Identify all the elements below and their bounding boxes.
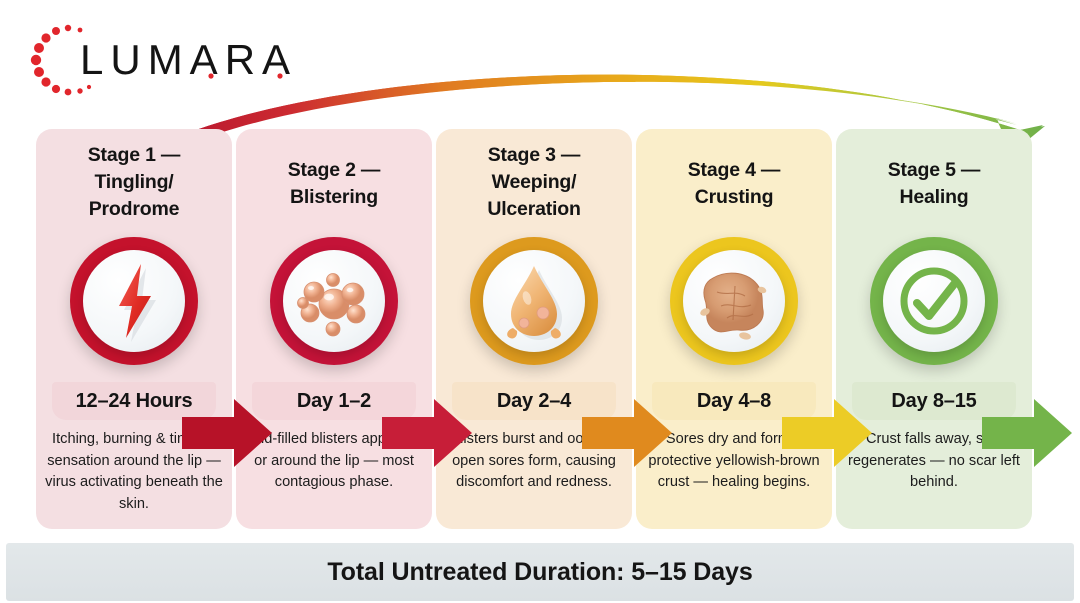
check-circle-icon bbox=[900, 267, 968, 335]
arrow-shape-4 bbox=[782, 399, 872, 467]
blister-cluster-icon bbox=[297, 273, 366, 337]
stage-card-2-icon bbox=[270, 237, 398, 365]
stage-card-2-title: Stage 2 —Blistering bbox=[287, 159, 381, 208]
arrow-shape-5 bbox=[982, 399, 1072, 467]
stage-card-1-icon bbox=[70, 237, 198, 365]
stage-arrow-1-to-2 bbox=[182, 399, 272, 467]
footer-banner: Total Untreated Duration: 5–15 Days bbox=[6, 543, 1074, 601]
stage-card-3-duration: Day 2–4 bbox=[452, 382, 616, 420]
stage-2-icon-face bbox=[283, 250, 385, 352]
arrow-shape-1 bbox=[182, 399, 272, 467]
stage-1-icon-face bbox=[83, 250, 185, 352]
stage-cards-row: Stage 1 —Tingling/Prodrome bbox=[0, 129, 1080, 529]
stage-card-4-description: Sores dry and form a protective yellowis… bbox=[648, 431, 820, 490]
stage-card-4-icon bbox=[670, 237, 798, 365]
stage-card-5-title: Stage 5 —Healing bbox=[887, 159, 981, 208]
arrow-shape-3 bbox=[582, 399, 672, 467]
brand-logo: LUMARA bbox=[28, 22, 328, 100]
stage-arrow-2-to-3 bbox=[382, 399, 472, 467]
stage-card-2-duration: Day 1–2 bbox=[252, 382, 416, 420]
stage-arrow-outgoing bbox=[982, 399, 1072, 467]
stage-arrow-4-to-5 bbox=[782, 399, 872, 467]
lightning-bolt-icon bbox=[119, 264, 156, 342]
stage-card-1-description: Itching, burning & tingling sensation ar… bbox=[45, 431, 223, 512]
stage-arrow-3-to-4 bbox=[582, 399, 672, 467]
stage-card-1-title: Stage 1 —Tingling/Prodrome bbox=[87, 144, 181, 220]
stage-card-5-icon bbox=[870, 237, 998, 365]
stage-card-4-duration: Day 4–8 bbox=[652, 382, 816, 420]
brand-name: LUMARA bbox=[80, 36, 298, 83]
stage-card-1-duration: 12–24 Hours bbox=[52, 382, 216, 420]
logo-dot-ring-icon bbox=[30, 24, 92, 96]
progression-arc bbox=[148, 74, 1045, 153]
total-duration-text: Total Untreated Duration: 5–15 Days bbox=[327, 557, 753, 586]
droplet-icon bbox=[507, 266, 562, 340]
stage-card-3-title: Stage 3 —Weeping/Ulceration bbox=[487, 144, 581, 220]
stage-card-3-description: Blisters burst and ooze — open sores for… bbox=[450, 431, 618, 490]
stage-card-5-description: Crust falls away, skin regenerates — no … bbox=[848, 431, 1020, 490]
stage-card-1[interactable]: Stage 1 —Tingling/Prodrome bbox=[36, 129, 232, 529]
stage-card-3-icon bbox=[470, 237, 598, 365]
stage-card-3[interactable]: Stage 3 —Weeping/Ulceration bbox=[436, 129, 632, 529]
stage-card-4-title: Stage 4 —Crusting bbox=[687, 159, 781, 208]
crust-scab-icon bbox=[700, 272, 767, 340]
stage-card-4[interactable]: Stage 4 —Crusting bbox=[636, 129, 832, 529]
stage-card-5-duration: Day 8–15 bbox=[852, 382, 1016, 420]
stage-card-5[interactable]: Stage 5 —Healing Day 8–15 Crust falls aw… bbox=[836, 129, 1032, 529]
stage-3-icon-face bbox=[483, 250, 585, 352]
stage-card-2-description: Fluid-filled blisters appear on or aroun… bbox=[240, 431, 428, 490]
arrow-shape-2 bbox=[382, 399, 472, 467]
stage-card-2[interactable]: Stage 2 —Blistering bbox=[236, 129, 432, 529]
stage-4-icon-face bbox=[683, 250, 785, 352]
stage-5-icon-face bbox=[883, 250, 985, 352]
